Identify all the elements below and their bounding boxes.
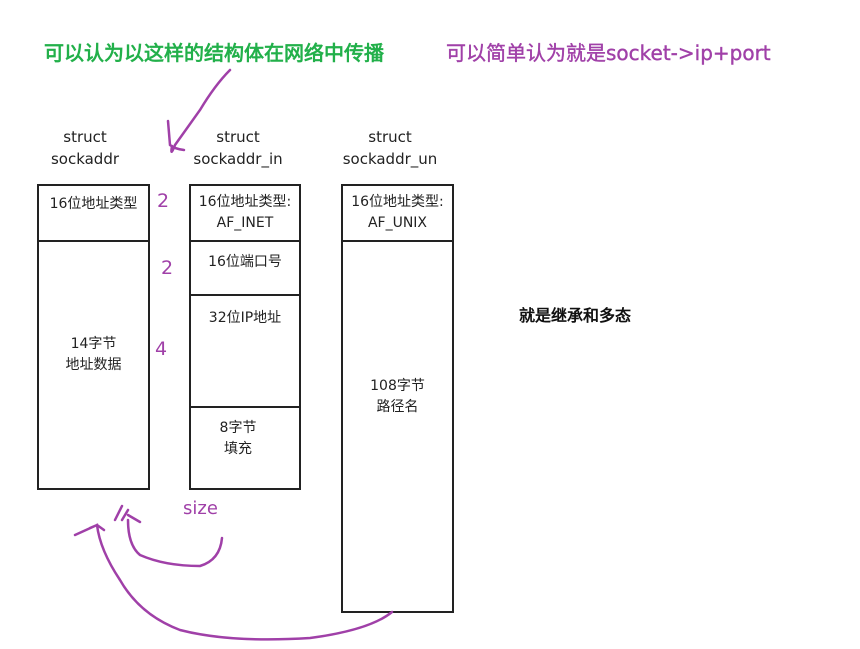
field-padding: 8字节填充 xyxy=(219,420,257,457)
size-2-port: 2 xyxy=(161,257,174,279)
arrow-inheritance-curve xyxy=(73,523,394,641)
green-note: 可以认为以这样的结构体在网络中传播 xyxy=(44,41,384,65)
field-addr-type: 16位地址类型 xyxy=(39,186,148,242)
sockaddr-box: 16位地址类型 14字节地址数据 xyxy=(37,184,150,490)
arrow-note-to-sockaddr-in xyxy=(166,68,232,153)
side-note: 就是继承和多态 xyxy=(519,306,632,325)
arrow-size-curve xyxy=(113,504,224,568)
size-2-type: 2 xyxy=(157,190,170,212)
field-path: 108字节路径名 xyxy=(370,378,425,415)
field-ip: 32位IP地址 xyxy=(191,296,299,408)
field-addr-type-unix: 16位地址类型:AF_UNIX xyxy=(343,186,452,242)
size-label: size xyxy=(183,498,218,519)
field-addr-type-inet: 16位地址类型:AF_INET xyxy=(191,186,299,242)
field-addr-data: 14字节地址数据 xyxy=(65,336,122,373)
purple-note: 可以简单认为就是socket->ip+port xyxy=(446,41,771,65)
sockaddr-in-box: 16位地址类型:AF_INET 16位端口号 32位IP地址 8字节填充 xyxy=(189,184,301,490)
field-port: 16位端口号 xyxy=(191,242,299,296)
size-4-ip: 4 xyxy=(155,338,168,360)
sockaddr-un-box: 16位地址类型:AF_UNIX 108字节路径名 xyxy=(341,184,454,613)
